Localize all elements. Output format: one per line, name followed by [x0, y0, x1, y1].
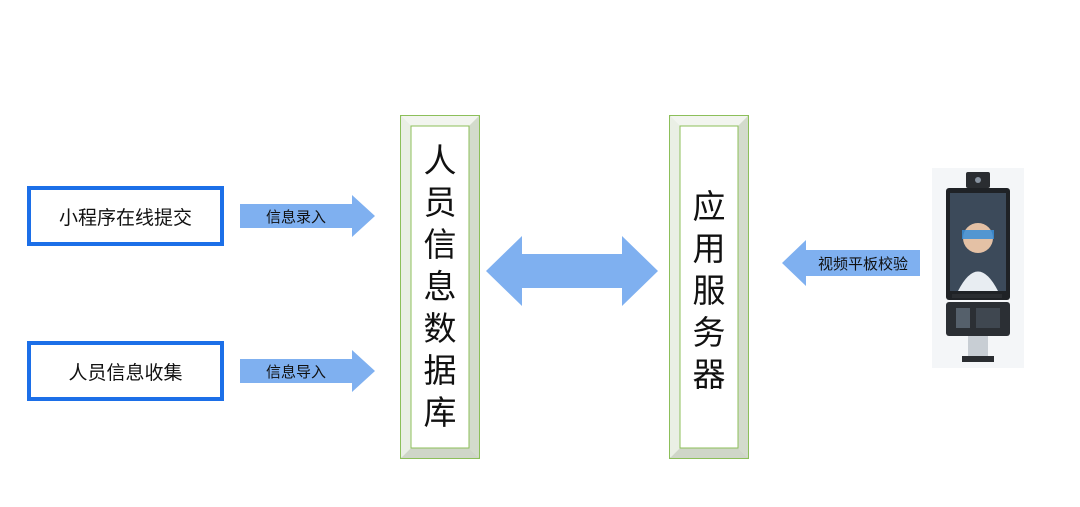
database-label-char: 库 — [423, 393, 457, 432]
source-label-collection: 人员信息收集 — [68, 361, 183, 384]
server-label-char: 应 — [692, 187, 726, 226]
database-label-char: 据 — [423, 351, 457, 390]
database-label-char: 员 — [423, 183, 457, 222]
database-frame — [400, 115, 480, 459]
arrow-left-device — [782, 240, 920, 286]
database-label: 人员信息数据库 — [411, 140, 469, 434]
arrow-label-input: 信息录入 — [265, 207, 326, 226]
arrow-right-2 — [240, 350, 375, 392]
source-box-collection: 人员信息收集 — [27, 341, 224, 401]
arrow-label-device: 视频平板校验 — [817, 254, 908, 273]
server-label-char: 器 — [692, 355, 726, 394]
server-label-char: 务 — [692, 313, 726, 352]
source-label-miniprogram: 小程序在线提交 — [58, 206, 192, 229]
server-label-char: 服 — [692, 271, 726, 310]
server-frame — [669, 115, 749, 459]
server-label-char: 用 — [692, 229, 726, 268]
database-label-char: 数 — [423, 309, 457, 348]
double-arrow — [486, 236, 658, 306]
arrow-label-import: 信息导入 — [265, 362, 326, 381]
server-label: 应用服务器 — [680, 186, 738, 396]
database-label-char: 息 — [423, 267, 457, 306]
face-tablet-icon — [932, 168, 1024, 368]
arrow-right-1 — [240, 195, 375, 237]
source-box-miniprogram: 小程序在线提交 — [27, 186, 224, 246]
database-label-char: 信 — [423, 225, 457, 264]
database-label-char: 人 — [423, 141, 457, 180]
